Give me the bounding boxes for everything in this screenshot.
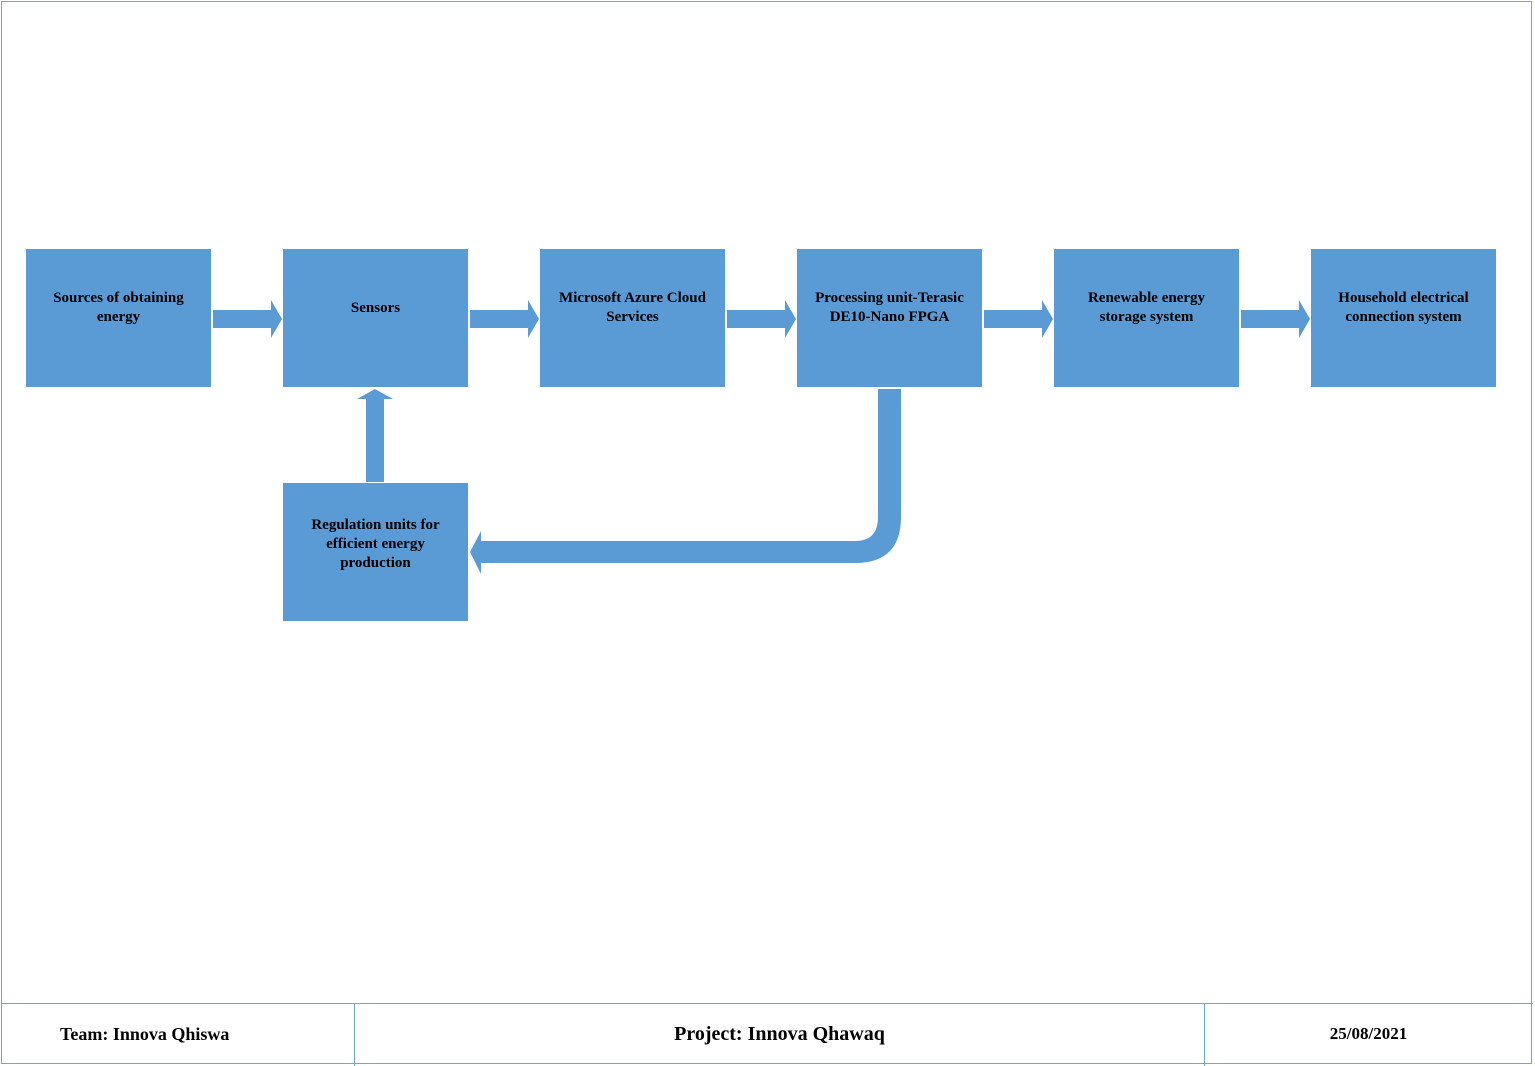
arrow-sources-to-sensors <box>213 300 282 338</box>
arrow-regulation-to-sensors <box>357 389 393 482</box>
block-storage-label: Renewable energy storage system <box>1087 290 1206 325</box>
block-sensors-label: Sensors <box>350 299 401 316</box>
block-processing: Processing unit-Terasic DE10-Nano FPGA <box>797 249 982 387</box>
block-household-label: Household electrical connection system <box>1338 290 1469 325</box>
block-regulation-label: Regulation units for efficient energy pr… <box>311 516 440 571</box>
block-processing-label: Processing unit-Terasic DE10-Nano FPGA <box>815 290 964 325</box>
arrow-processing-to-storage <box>984 300 1053 338</box>
footer-team: Team: Innova Qhiswa <box>60 1024 230 1044</box>
arrow-processing-to-regulation <box>470 389 901 574</box>
footer-divider <box>354 1004 355 1066</box>
block-storage: Renewable energy storage system <box>1054 249 1239 387</box>
arrow-azure-to-processing <box>727 300 796 338</box>
block-sources: Sources of obtaining energy <box>26 249 211 387</box>
footer: Team: Innova Qhiswa Project: Innova Qhaw… <box>1 1003 1533 1066</box>
block-azure: Microsoft Azure Cloud Services <box>540 249 725 387</box>
footer-divider <box>1204 1004 1205 1066</box>
footer-project: Project: Innova Qhawaq <box>674 1023 885 1045</box>
arrow-sensors-to-azure <box>470 300 539 338</box>
block-sensors: Sensors <box>283 249 468 387</box>
block-household: Household electrical connection system <box>1311 249 1496 387</box>
footer-date: 25/08/2021 <box>1329 1024 1408 1043</box>
block-sources-label: Sources of obtaining energy <box>53 290 184 325</box>
block-azure-label: Microsoft Azure Cloud Services <box>559 290 706 325</box>
arrow-storage-to-household <box>1241 300 1310 338</box>
block-regulation: Regulation units for efficient energy pr… <box>283 483 468 621</box>
